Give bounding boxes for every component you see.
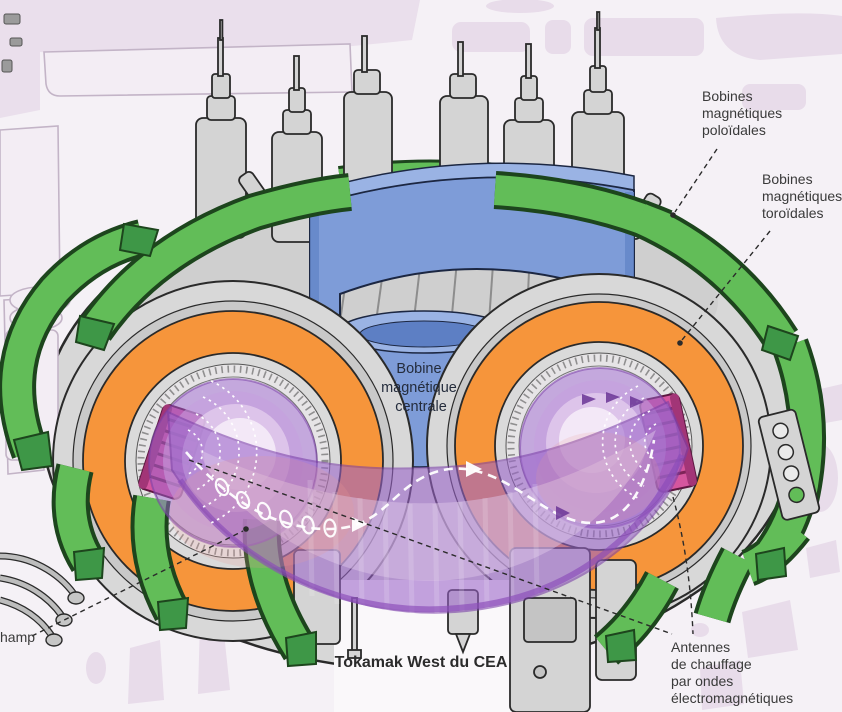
plasma-striations	[307, 479, 540, 614]
poloidal-coils-label: Bobines magnétiques poloïdales	[702, 88, 786, 138]
field-label-fragment: hamp	[0, 629, 35, 645]
annotations: Bobines magnétiques poloïdales Bobines m…	[0, 88, 842, 706]
leader-field	[31, 530, 244, 637]
leader-poloidal-coils	[674, 148, 718, 213]
plasma-band-rim	[177, 453, 685, 613]
helix-arrows-dark	[556, 392, 644, 520]
cables-left	[0, 552, 85, 647]
toroidal-coils	[2, 175, 823, 662]
central-coil-label: Bobine magnétique centrale	[381, 361, 461, 415]
helix-loops	[214, 477, 337, 538]
toroidal-coils-label: Bobines magnétiques toroïdales	[762, 171, 842, 221]
wave-arcs-left	[187, 380, 258, 524]
right-bracket	[757, 408, 821, 521]
caption: Tokamak West du CEA	[335, 654, 508, 671]
leader-antenna-right	[672, 496, 694, 635]
leader-antenna-left	[188, 459, 673, 635]
plasma-band-inner	[200, 430, 656, 581]
field-line-helix	[185, 392, 656, 538]
heating-antennas-label: Antennes de chauffage par ondes électrom…	[671, 639, 793, 706]
toroidal-coil-facets	[12, 222, 800, 668]
helix-arrows	[352, 461, 482, 532]
solenoid-top-lip	[309, 162, 635, 208]
